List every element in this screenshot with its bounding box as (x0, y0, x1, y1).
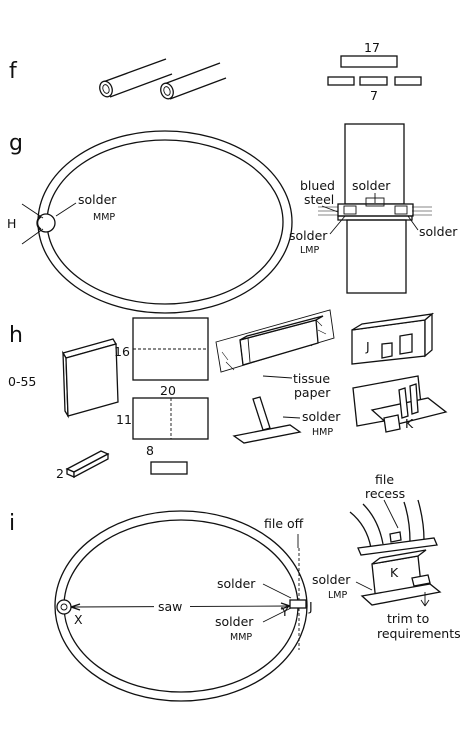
joint-block-i (289, 599, 307, 609)
saw-label: saw (158, 599, 182, 614)
top-solder-leader-i (262, 583, 292, 599)
tissue-label-2: paper (294, 385, 331, 400)
strip-short-dimension: 7 (370, 88, 378, 103)
trim-arrow (420, 599, 430, 607)
step-label-f: f (9, 59, 18, 84)
step-label-g: g (9, 131, 23, 156)
large-plate-width: 20 (160, 383, 176, 398)
part-k-label-i: K (390, 565, 399, 580)
point-x-label: X (74, 612, 83, 627)
tissue-leader (262, 375, 293, 379)
top-solder-label-i: solder (217, 576, 256, 591)
bottom-solder-grade-i: MMP (230, 632, 252, 643)
left-solder-label: solder (289, 228, 328, 243)
k-assembly-i (349, 499, 442, 606)
strip-long (340, 55, 398, 68)
tissue-paper-assembly (215, 309, 335, 373)
step-label-h: h (9, 323, 23, 348)
ring-solder-grade: MMP (93, 212, 115, 223)
part-j-label: J (365, 339, 370, 354)
tee-solder-grade: HMP (312, 427, 333, 438)
small-plate-h (132, 397, 209, 440)
tube-right (160, 62, 227, 100)
trim-label-1: trim to (387, 611, 429, 626)
bar-cut-h (150, 461, 188, 475)
blued-steel-label-2: steel (304, 192, 334, 207)
small-plate-height: 11 (116, 412, 132, 427)
file-recess-label-2: recess (365, 486, 405, 501)
left-solder-leader (329, 215, 346, 235)
trim-label-2: requirements (377, 626, 461, 641)
large-plate-height: 16 (114, 344, 130, 359)
ring-solder-label: solder (78, 192, 117, 207)
strip-short-1 (327, 76, 355, 86)
file-recess-label-1: file (375, 472, 394, 487)
strip-short-3 (394, 76, 422, 86)
ring-marker-h: H (7, 216, 16, 231)
small-bar-h (65, 450, 110, 479)
oval-ring-g (37, 130, 293, 314)
bottom-solder-leader-i (262, 607, 292, 623)
file-recess-leader (383, 499, 399, 529)
strip-short-2 (359, 76, 388, 86)
bottom-solder-label-i: solder (215, 614, 254, 629)
blued-steel-leader (321, 205, 339, 213)
part-j-bracket (351, 312, 435, 365)
saw-arrow-right (280, 602, 291, 610)
right-solder-leader (407, 215, 419, 231)
left-solder-grade: LMP (300, 245, 319, 256)
part-k-assembly (352, 375, 448, 433)
right-solder-leader-i (355, 581, 373, 591)
plate-thickness-label: 0-55 (8, 374, 36, 389)
part-k-label: K (405, 416, 414, 431)
file-off-label: file off (264, 516, 304, 531)
tee-solder-leader (282, 416, 301, 419)
right-solder-grade-i: LMP (328, 590, 347, 601)
strip-long-dimension: 17 (364, 40, 380, 55)
ring-solder-leader (55, 202, 77, 217)
step-label-i: i (9, 511, 15, 536)
right-solder-label-i: solder (312, 572, 351, 587)
thin-plate-h (62, 338, 119, 419)
saw-label-bg (154, 597, 190, 613)
right-solder-label: solder (419, 224, 458, 239)
block-assembly-g (318, 123, 432, 294)
small-plate-width: 8 (146, 443, 154, 458)
ring-joint-i (56, 599, 72, 615)
tube-left (99, 58, 173, 98)
blued-steel-label-1: blued (300, 178, 335, 193)
saw-arrow-left (70, 603, 81, 611)
ring-joint-g (21, 203, 56, 245)
tee-solder-label: solder (302, 409, 341, 424)
bar-size-label: 2 (56, 466, 64, 481)
point-j-label: J (308, 599, 313, 614)
top-solder-label: solder (352, 178, 391, 193)
soldered-tee-h (232, 396, 302, 444)
tissue-label-1: tissue (293, 371, 330, 386)
